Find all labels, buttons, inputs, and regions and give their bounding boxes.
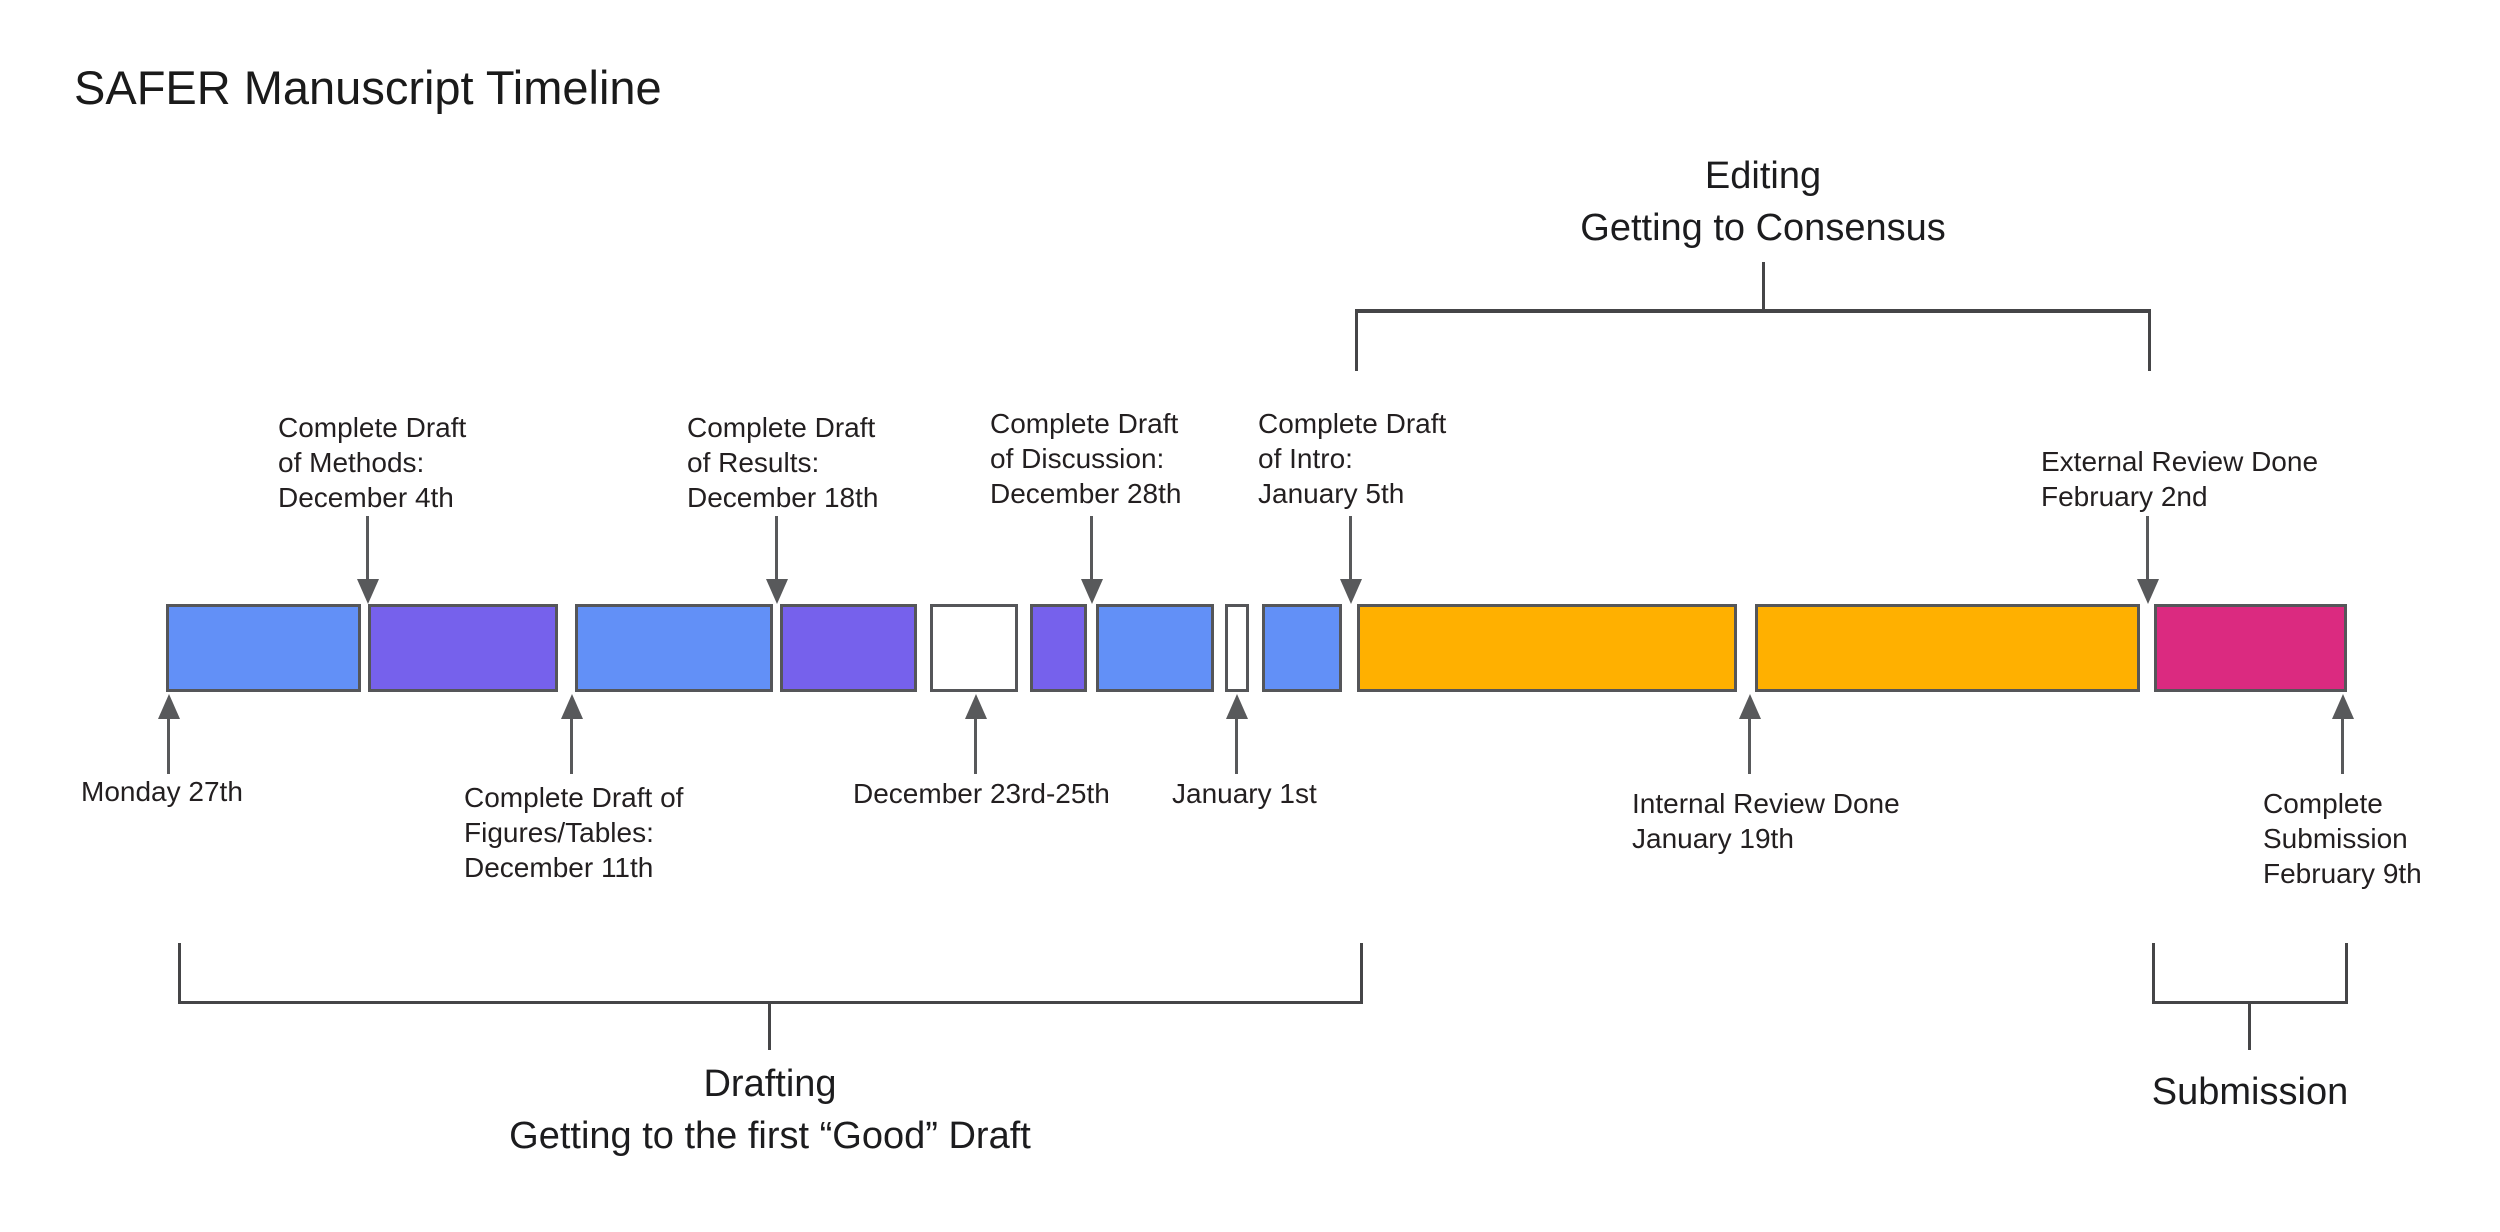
note-complete-submission: Complete Submission February 9th	[2263, 788, 2422, 889]
arrow-up-icon	[1739, 694, 1761, 782]
timeline-segment	[1262, 604, 1342, 692]
timeline-segment	[930, 604, 1018, 692]
note-december-23-25: December 23rd-25th	[853, 778, 1110, 809]
timeline-segment	[1755, 604, 2140, 692]
note-intro-draft: Complete Draft of Intro: January 5th	[1258, 408, 1447, 509]
arrow-down-icon	[1340, 516, 1362, 604]
phase-label-editing: Editing Getting to Consensus	[1580, 155, 1946, 249]
arrow-up-icon	[2332, 694, 2354, 782]
arrow-up-icon	[158, 694, 180, 782]
note-january-1: January 1st	[1172, 778, 1317, 809]
timeline-segment	[1096, 604, 1214, 692]
phase-label-drafting: Drafting Getting to the first “Good” Dra…	[509, 1063, 1031, 1157]
note-figures-tables: Complete Draft of Figures/Tables: Decemb…	[464, 782, 684, 883]
arrow-down-icon	[1081, 516, 1103, 604]
timeline-segment	[2154, 604, 2347, 692]
note-monday-27: Monday 27th	[81, 776, 243, 807]
timeline-segment	[368, 604, 558, 692]
note-external-review: External Review Done February 2nd	[2041, 446, 2319, 512]
page-title: SAFER Manuscript Timeline	[74, 61, 662, 114]
timeline-segment	[1225, 604, 1249, 692]
timeline-segment	[575, 604, 773, 692]
note-discussion-draft: Complete Draft of Discussion: December 2…	[990, 408, 1182, 509]
arrow-up-icon	[561, 694, 583, 782]
timeline-segment	[1357, 604, 1737, 692]
note-results-draft: Complete Draft of Results: December 18th	[687, 412, 879, 513]
note-methods-draft: Complete Draft of Methods: December 4th	[278, 412, 467, 513]
arrow-down-icon	[2137, 516, 2159, 604]
arrow-down-icon	[357, 516, 379, 604]
arrow-up-icon	[1226, 694, 1248, 782]
timeline-segment	[780, 604, 917, 692]
timeline-segment	[166, 604, 361, 692]
arrow-down-icon	[766, 516, 788, 604]
timeline-segment	[1030, 604, 1087, 692]
arrow-up-icon	[965, 694, 987, 782]
note-internal-review: Internal Review Done January 19th	[1632, 788, 1900, 854]
phase-label-submission: Submission	[2151, 1071, 2349, 1113]
